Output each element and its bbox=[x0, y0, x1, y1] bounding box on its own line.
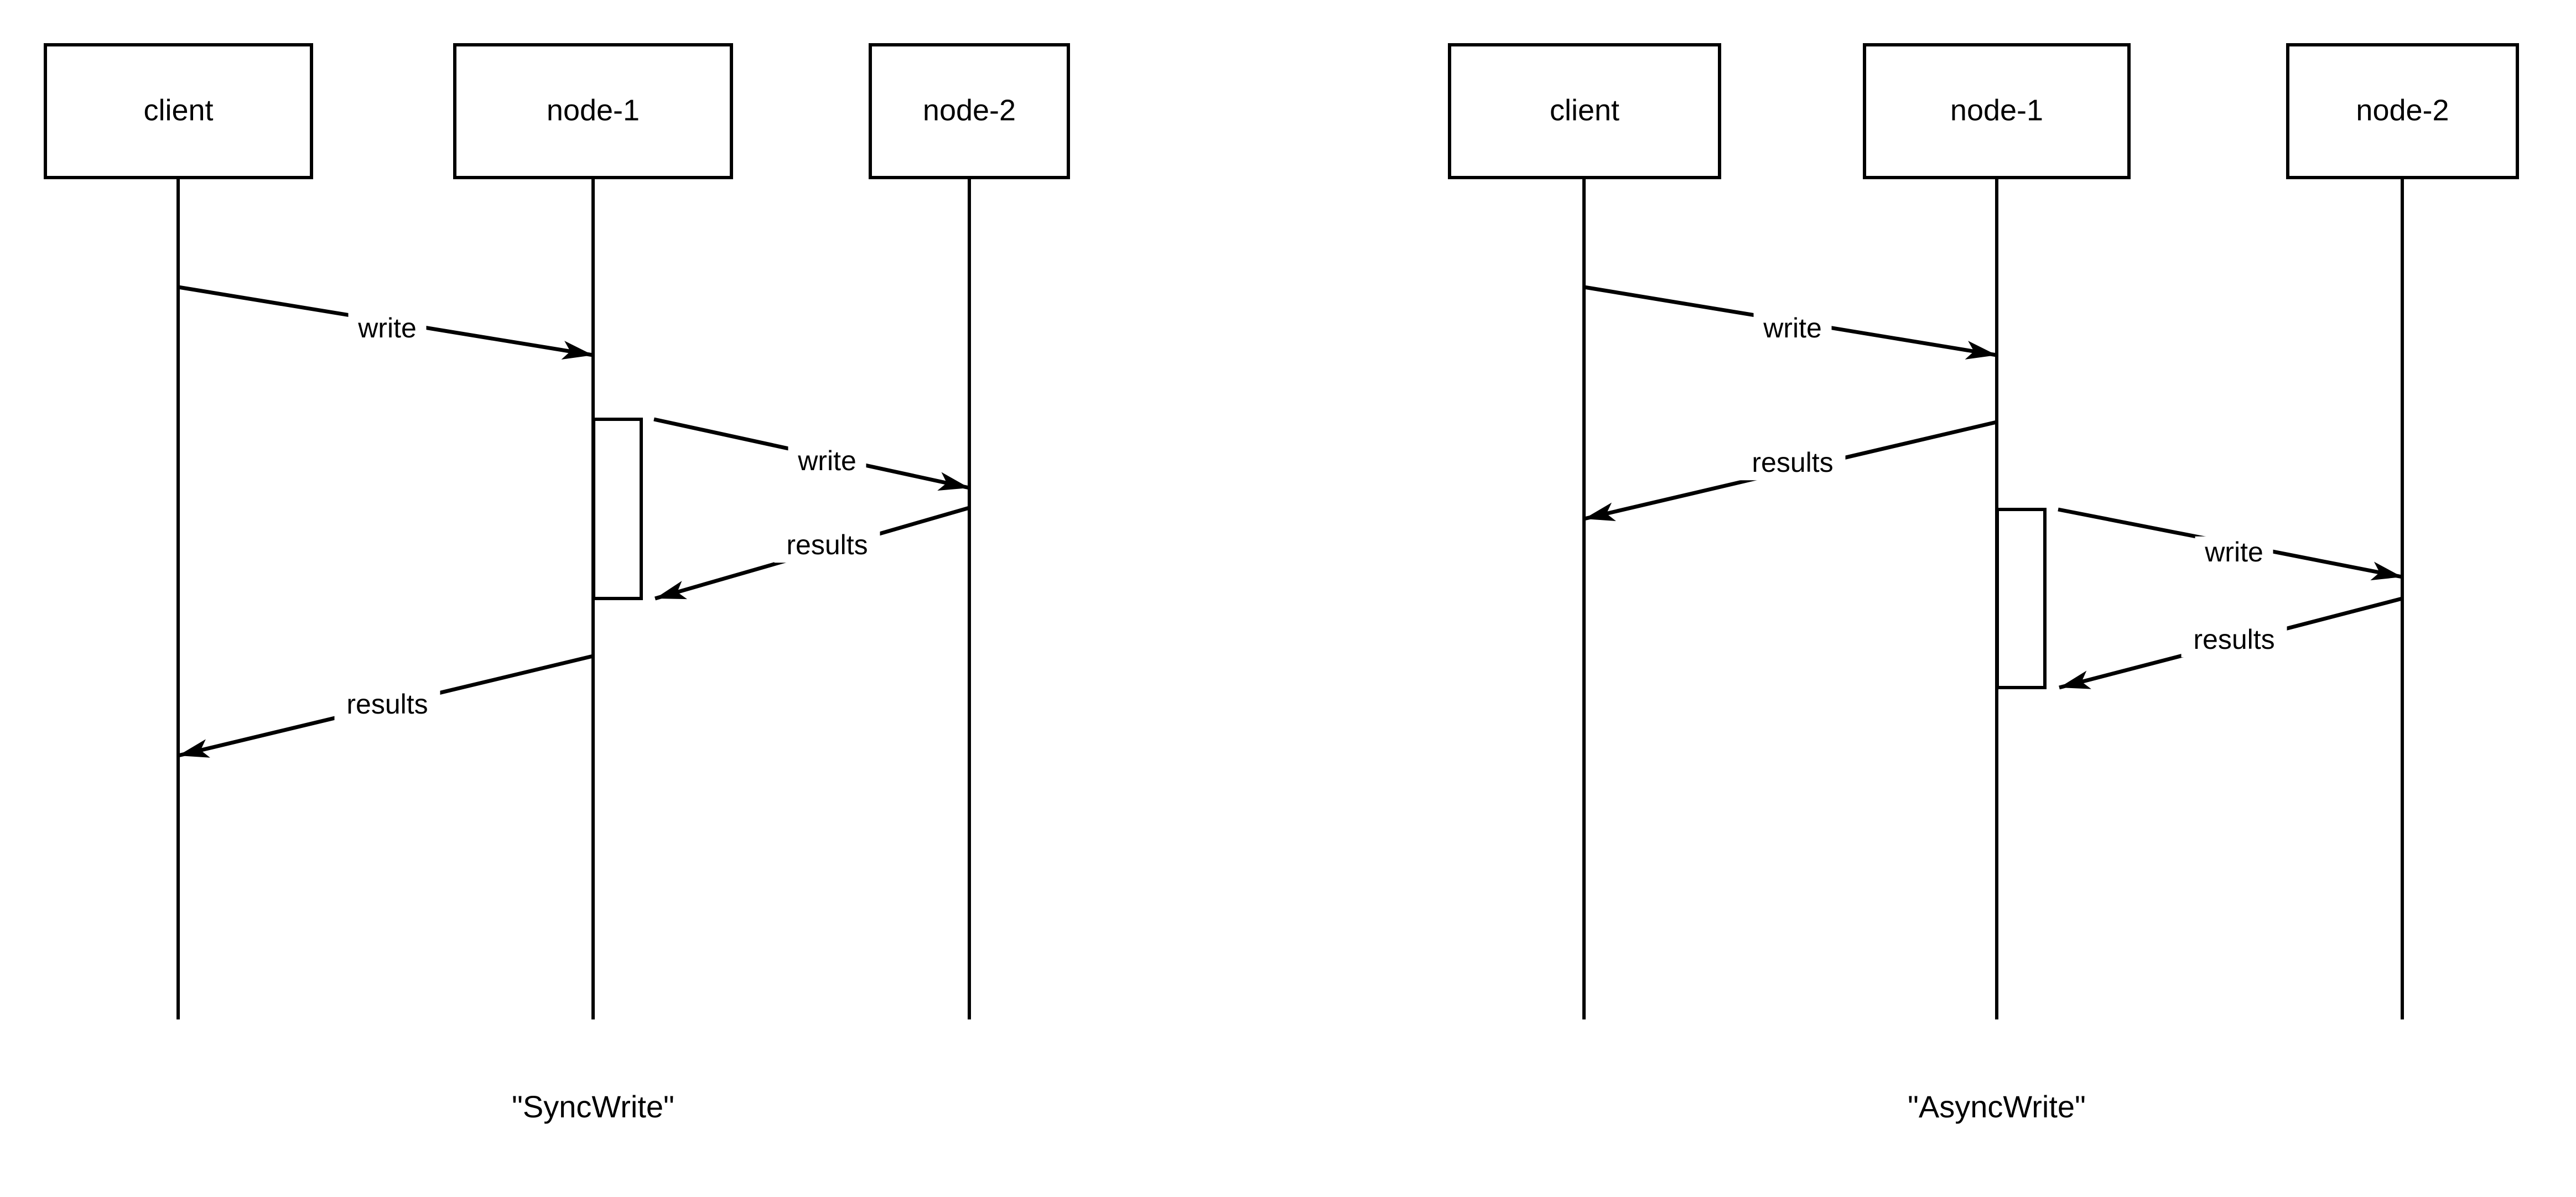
message-label-backdrop-1 bbox=[788, 445, 866, 479]
actor-node-2[interactable]: node-2 bbox=[2286, 43, 2519, 179]
message-label-backdrop-2 bbox=[774, 529, 880, 563]
actor-label-client: client bbox=[143, 93, 213, 127]
actor-node-2[interactable]: node-2 bbox=[869, 43, 1070, 179]
message-label-1: write bbox=[797, 445, 856, 476]
message-write-1-2[interactable]: write bbox=[2058, 507, 2403, 581]
message-results-1-3[interactable]: results bbox=[2059, 596, 2403, 690]
actor-box-node-1 bbox=[1863, 43, 2131, 179]
actor-label-node-1: node-1 bbox=[1950, 93, 2043, 127]
message-label-2: results bbox=[786, 529, 868, 560]
message-arrowhead-3 bbox=[2059, 670, 2091, 689]
diagram-caption-0: "SyncWrite" bbox=[512, 1089, 674, 1124]
actor-client[interactable]: client bbox=[1448, 43, 1721, 179]
actor-box-node-2 bbox=[869, 43, 1070, 179]
message-arrowhead-1 bbox=[1584, 502, 1616, 522]
actor-box-client bbox=[44, 43, 313, 179]
message-label-backdrop-0 bbox=[348, 312, 427, 346]
actor-label-node-2: node-2 bbox=[2356, 93, 2449, 127]
diagram-async-write: client node-1 node-2 write results write resul… bbox=[1448, 43, 2519, 1019]
message-label-backdrop-1 bbox=[1739, 446, 1846, 481]
message-write-0-1[interactable]: write bbox=[653, 417, 970, 491]
message-label-backdrop-2 bbox=[2195, 536, 2273, 570]
message-write-1-0[interactable]: write bbox=[1583, 285, 1997, 360]
message-arrowhead-0 bbox=[1965, 341, 1997, 360]
message-write-0-0[interactable]: write bbox=[178, 285, 594, 360]
actor-label-node-2: node-2 bbox=[923, 93, 1016, 127]
message-results-0-3[interactable]: results bbox=[178, 654, 594, 758]
message-label-2: write bbox=[2204, 537, 2263, 568]
message-label-1: results bbox=[1752, 447, 1833, 478]
message-arrowhead-1 bbox=[937, 472, 969, 491]
actor-box-node-2 bbox=[2286, 43, 2519, 179]
message-arrowhead-2 bbox=[2370, 561, 2402, 581]
diagram-caption-1: "AsyncWrite" bbox=[1908, 1089, 2086, 1124]
activation-bar-node-1-0 bbox=[1996, 508, 2047, 689]
actor-node-1[interactable]: node-1 bbox=[1863, 43, 2131, 179]
actor-label-node-1: node-1 bbox=[547, 93, 640, 127]
message-label-0: write bbox=[357, 313, 417, 344]
diagram-sync-write: client node-1 node-2 write write results resul… bbox=[44, 43, 1070, 1019]
message-results-1-1[interactable]: results bbox=[1583, 420, 1997, 522]
actor-client[interactable]: client bbox=[44, 43, 313, 179]
message-label-backdrop-0 bbox=[1753, 312, 1832, 346]
message-label-3: results bbox=[346, 689, 428, 720]
actor-node-1[interactable]: node-1 bbox=[453, 43, 733, 179]
message-label-0: write bbox=[1763, 313, 1822, 344]
activation-bar-node-1-0 bbox=[592, 418, 643, 600]
message-results-0-2[interactable]: results bbox=[655, 506, 970, 601]
actor-box-node-1 bbox=[453, 43, 733, 179]
message-label-backdrop-3 bbox=[2181, 623, 2287, 658]
message-arrowhead-2 bbox=[655, 581, 687, 600]
actor-label-client: client bbox=[1550, 93, 1619, 127]
message-label-3: results bbox=[2193, 624, 2274, 655]
actor-box-client bbox=[1448, 43, 1721, 179]
message-label-backdrop-3 bbox=[334, 688, 440, 722]
message-arrowhead-3 bbox=[178, 739, 210, 758]
message-arrowhead-0 bbox=[561, 341, 593, 360]
